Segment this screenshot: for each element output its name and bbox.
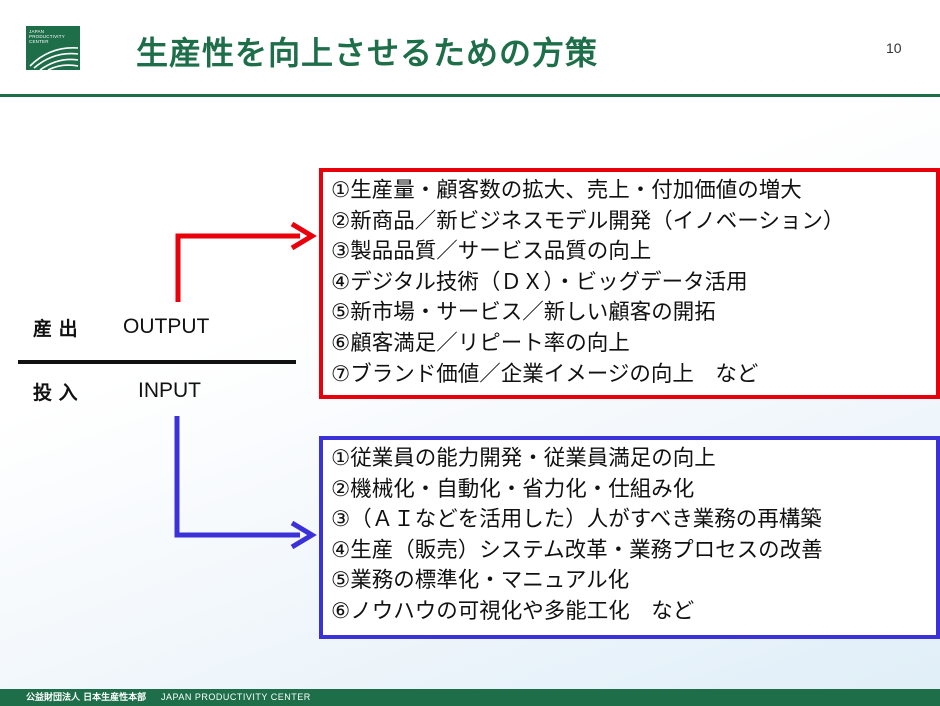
list-item: ④生産（販売）システム改革・業務プロセスの改善 (331, 537, 823, 563)
header-divider (0, 94, 940, 97)
list-item: ②新商品／新ビジネスモデル開発（イノベーション） (331, 208, 845, 234)
list-item: ④デジタル技術（ＤＸ）・ビッグデータ活用 (331, 269, 748, 295)
list-item: ③（ＡＩなどを活用した）人がすべき業務の再構築 (331, 507, 822, 533)
input-label-en: INPUT (138, 379, 201, 402)
input-arrow-icon (174, 416, 317, 550)
list-item: ①従業員の能力開発・従業員満足の向上 (331, 446, 716, 471)
list-item: ②機械化・自動化・省力化・仕組み化 (331, 476, 695, 502)
logo-text: JAPAN PRODUCTIVITY CENTER (29, 29, 65, 44)
slide-header: JAPAN PRODUCTIVITY CENTER 生産性を向上させるための方策… (0, 0, 940, 97)
list-item: ⑤業務の標準化・マニュアル化 (331, 568, 630, 594)
page-number: 10 (886, 40, 902, 56)
page-title: 生産性を向上させるための方策 (136, 34, 599, 72)
list-item: ③製品品質／サービス品質の向上 (331, 239, 652, 265)
output-label-en: OUTPUT (123, 315, 210, 338)
output-label-jp: 産 出 (33, 318, 78, 340)
input-measures-box: ①従業員の能力開発・従業員満足の向上 ②機械化・自動化・省力化・仕組み化 ③（Ａ… (319, 436, 940, 639)
output-input-divider (18, 360, 296, 364)
list-item: ⑥ノウハウの可視化や多能工化 など (331, 598, 695, 624)
list-item: ⑤新市場・サービス／新しい顧客の開拓 (331, 300, 716, 326)
list-item: ⑥顧客満足／リピート率の向上 (331, 330, 630, 356)
footer-org-jp: 公益財団法人 日本生産性本部 (26, 693, 147, 703)
jpc-logo: JAPAN PRODUCTIVITY CENTER (26, 26, 80, 70)
footer-org-en: JAPAN PRODUCTIVITY CENTER (161, 692, 311, 702)
output-measures-box: ①生産量・顧客数の拡大、売上・付加価値の増大 ②新商品／新ビジネスモデル開発（イ… (319, 168, 940, 399)
output-arrow-icon (175, 221, 317, 302)
logo-swoosh-icon (29, 47, 79, 70)
input-label-jp: 投 入 (33, 382, 78, 404)
list-item: ⑦ブランド価値／企業イメージの向上 など (331, 361, 759, 387)
list-item: ①生産量・顧客数の拡大、売上・付加価値の増大 (331, 178, 802, 203)
slide-footer: 公益財団法人 日本生産性本部 JAPAN PRODUCTIVITY CENTER (0, 689, 940, 706)
